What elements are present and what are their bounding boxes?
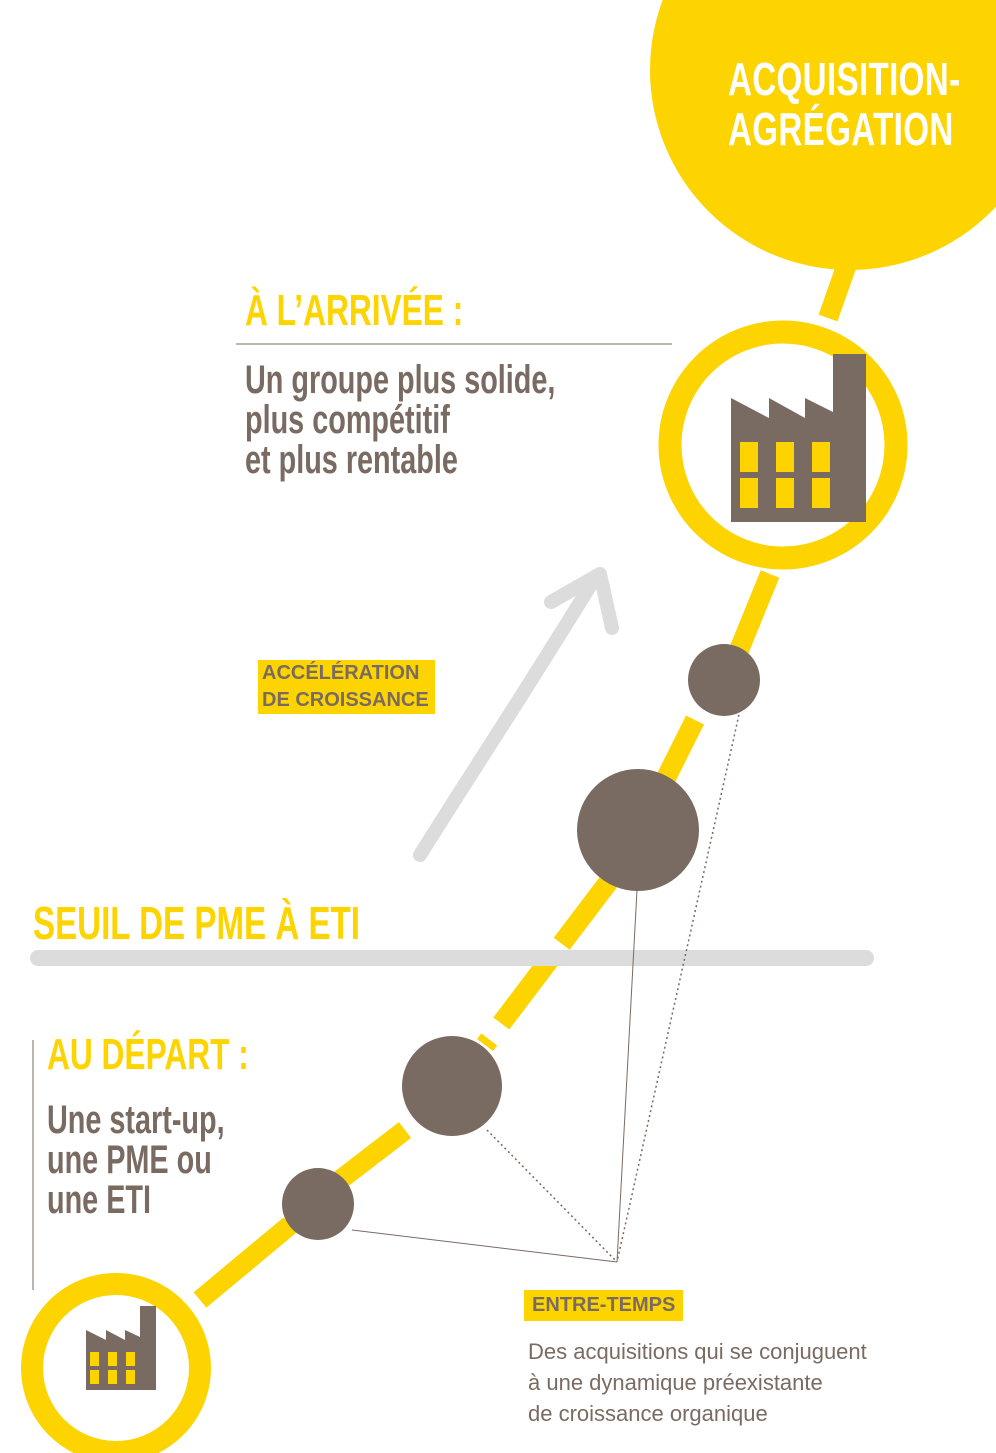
arrivee-line-2: plus compétitif [245,398,450,442]
connector-3 [616,889,638,1263]
depart-line-3: une ETI [47,1178,152,1222]
path-upper-segment [725,570,780,664]
acquisition-dot-4 [688,644,760,716]
acceleration-arrow [413,571,602,862]
description-line-2: à une dynamique préexistante [528,1370,823,1395]
arrivee-body: Un groupe plus solide, plus compétitif e… [245,360,555,480]
acquisition-title: ACQUISITION- AGRÉGATION [728,54,960,154]
connector-2 [486,1129,618,1263]
acceleration-line-1: ACCÉLÉRATION [262,662,420,684]
path-top-segment [818,246,862,322]
factory-icon-small [86,1306,156,1390]
acceleration-tag: ACCÉLÉRATION DE CROISSANCE [258,660,435,714]
title-line-2: AGRÉGATION [728,103,954,155]
arrivee-heading: À L’ARRIVÉE : [245,286,464,335]
depart-heading: AU DÉPART : [47,1030,249,1079]
description-line-3: de croissance organique [528,1401,768,1426]
depart-body: Une start-up, une PME ou une ETI [47,1100,225,1220]
arrivee-line-3: et plus rentable [245,438,458,482]
factory-icon-large [731,354,866,522]
depart-line-2: une PME ou [47,1138,212,1182]
acquisition-circle [650,0,996,270]
acceleration-line-2: DE CROISSANCE [262,689,429,711]
title-line-1: ACQUISITION- [728,53,961,105]
acquisition-dot-1 [282,1168,354,1240]
entre-temps-tag: ENTRE-TEMPS [524,1290,684,1321]
depart-line-1: Une start-up, [47,1098,225,1142]
acquisition-dot-2 [402,1036,502,1136]
entre-temps-description: Des acquisitions qui se conjuguent à une… [528,1336,867,1429]
path-bottom-segment [193,1217,297,1308]
path-lower-segment [333,1122,412,1188]
arrivee-line-1: Un groupe plus solide, [245,358,556,402]
description-line-1: Des acquisitions qui se conjuguent [528,1339,867,1364]
connector-1 [351,1229,618,1263]
acceleration-arrowhead [544,567,619,635]
acquisition-dot-3 [577,769,699,891]
seuil-label: SEUIL DE PME À ETI [33,897,360,949]
connector-4 [616,709,741,1263]
